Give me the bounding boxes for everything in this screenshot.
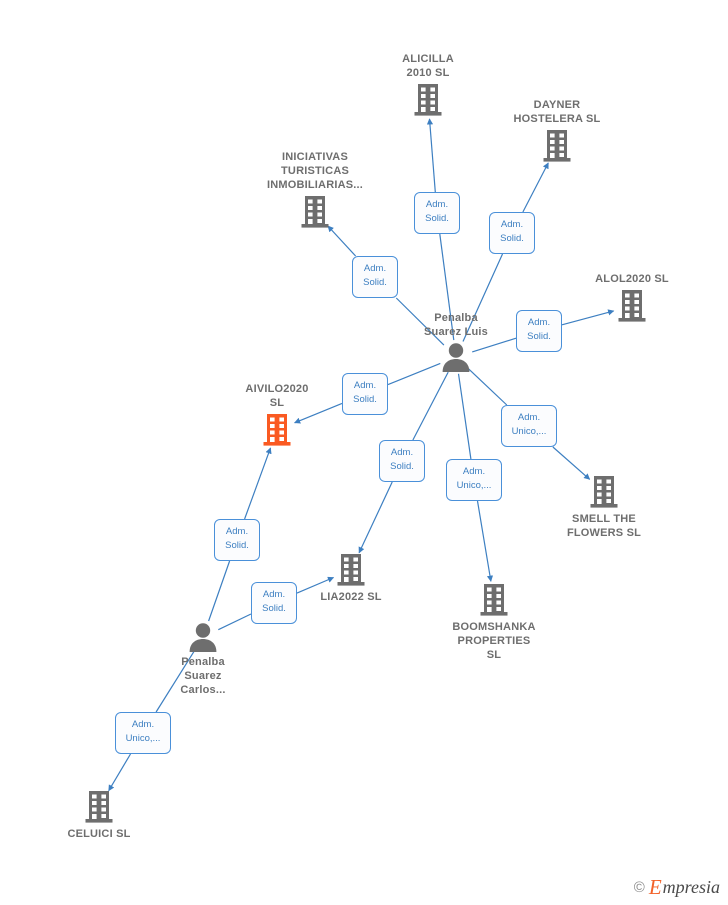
person-icon[interactable] [143, 622, 263, 652]
graph-node-iniciativas[interactable]: INICIATIVAS TURISTICAS INMOBILIARIAS... [255, 150, 375, 229]
graph-node-boomshanka[interactable]: BOOMSHANKA PROPERTIES SL [434, 583, 554, 662]
node-label: Penalba Suarez Carlos... [180, 656, 226, 696]
node-label: INICIATIVAS TURISTICAS INMOBILIARIAS... [266, 151, 364, 191]
edge-segment-source [467, 368, 508, 406]
person-icon[interactable] [396, 342, 516, 372]
edge-segment-target [108, 753, 132, 792]
brand-name: mpresia [662, 877, 720, 897]
copyright-symbol: © [633, 878, 645, 896]
building-icon[interactable] [572, 289, 692, 323]
edge-segment-target [476, 500, 494, 582]
node-label: ALICILLA 2010 SL [402, 53, 454, 79]
edge-label-penalba_luis-to-alol2020[interactable]: Adm. Solid. [516, 310, 562, 352]
building-icon[interactable] [291, 553, 411, 587]
building-icon[interactable] [497, 129, 617, 163]
edge-segment-target [522, 162, 549, 213]
building-icon[interactable] [434, 583, 554, 617]
edge-segment-target [426, 118, 436, 193]
node-label: LIA2022 SL [320, 591, 382, 603]
edge-label-penalba_luis-to-alicilla[interactable]: Adm. Solid. [414, 192, 460, 234]
building-icon[interactable] [368, 83, 488, 117]
edge-label-penalba_luis-to-iniciativas[interactable]: Adm. Solid. [352, 256, 398, 298]
edge-label-penalba_carlos-to-aivilo2020[interactable]: Adm. Solid. [214, 519, 260, 561]
graph-node-lia2022[interactable]: LIA2022 SL [291, 553, 411, 604]
building-icon[interactable] [544, 475, 664, 509]
edge-label-penalba_luis-to-dayner[interactable]: Adm. Solid. [489, 212, 535, 254]
node-label: SMELL THE FLOWERS SL [566, 513, 642, 539]
graph-node-aivilo2020[interactable]: AIVILO2020 SL [217, 382, 337, 447]
graph-node-dayner[interactable]: DAYNER HOSTELERA SL [497, 98, 617, 163]
graph-node-alol2020[interactable]: ALOL2020 SL [572, 272, 692, 323]
edge-segment-source [208, 560, 231, 622]
node-label: Penalba Suarez Luis [424, 312, 488, 338]
edge-label-penalba_luis-to-smell_the_flowers[interactable]: Adm. Unico,... [501, 405, 557, 447]
edge-segment-target [327, 225, 357, 257]
brand-initial: E [648, 875, 662, 899]
building-icon[interactable] [217, 413, 337, 447]
edge-label-penalba_carlos-to-lia2022[interactable]: Adm. Solid. [251, 582, 297, 624]
edge-segment-target [358, 481, 393, 554]
empresia-watermark[interactable]: © E mpresia [633, 875, 720, 899]
node-label: BOOMSHANKA PROPERTIES SL [452, 621, 536, 661]
node-label: AIVILO2020 SL [245, 383, 309, 409]
graph-node-alicilla[interactable]: ALICILLA 2010 SL [368, 52, 488, 117]
node-label: CELUICI SL [67, 828, 131, 840]
edge-label-penalba_luis-to-lia2022[interactable]: Adm. Solid. [379, 440, 425, 482]
edge-segment-target [244, 447, 272, 520]
edge-label-penalba_carlos-to-celuici[interactable]: Adm. Unico,... [115, 712, 171, 754]
node-label: DAYNER HOSTELERA SL [513, 99, 601, 125]
graph-node-penalba_luis[interactable]: Penalba Suarez Luis [396, 311, 516, 372]
graph-node-celuici[interactable]: CELUICI SL [39, 790, 159, 841]
node-label: ALOL2020 SL [595, 273, 669, 285]
edge-label-penalba_luis-to-aivilo2020[interactable]: Adm. Solid. [342, 373, 388, 415]
graph-node-smell_the_flowers[interactable]: SMELL THE FLOWERS SL [544, 475, 664, 540]
graph-node-penalba_carlos[interactable]: Penalba Suarez Carlos... [143, 622, 263, 697]
edge-label-penalba_luis-to-boomshanka[interactable]: Adm. Unico,... [446, 459, 502, 501]
building-icon[interactable] [39, 790, 159, 824]
edge-segment-source [412, 371, 449, 441]
building-icon[interactable] [255, 195, 375, 229]
edge-segment-source [457, 373, 472, 460]
